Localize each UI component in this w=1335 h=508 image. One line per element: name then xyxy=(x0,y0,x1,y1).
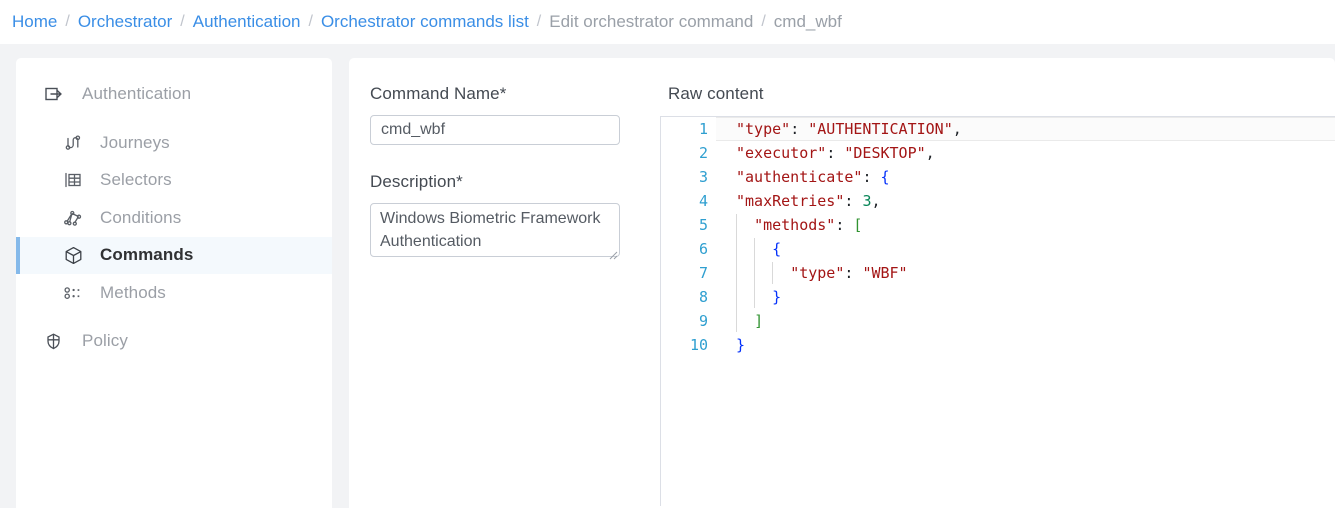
line-number: 5 xyxy=(698,216,708,234)
policy-shield-icon xyxy=(42,330,64,352)
code-line-text: "type": "WBF" xyxy=(790,264,908,282)
code-line-text: "executor": "DESKTOP", xyxy=(736,144,935,162)
journeys-path-icon xyxy=(62,132,84,154)
sidebar-item-conditions[interactable]: Conditions xyxy=(16,199,332,237)
breadcrumb-separator: / xyxy=(308,13,313,30)
methods-dots-icon xyxy=(62,282,84,304)
code-line-text: } xyxy=(736,336,746,354)
breadcrumb-item-orchestrator[interactable]: Orchestrator xyxy=(77,12,173,31)
sidebar-item-label: Selectors xyxy=(100,170,172,190)
sidebar-header-label: Authentication xyxy=(82,84,192,103)
line-number: 6 xyxy=(698,240,708,258)
code-line-text: { xyxy=(772,240,782,258)
command-name-input[interactable] xyxy=(370,115,620,145)
selectors-table-icon xyxy=(62,169,84,191)
page-body: Authentication Journeys xyxy=(0,44,1335,508)
code-line-text: ] xyxy=(754,312,764,330)
breadcrumb-item-commands-list[interactable]: Orchestrator commands list xyxy=(320,12,529,31)
sidebar-item-commands[interactable]: Commands xyxy=(16,236,332,274)
code-line[interactable]: 9 ] xyxy=(661,309,1335,333)
indent-guide xyxy=(772,262,774,284)
login-arrow-icon xyxy=(42,83,64,105)
sidebar-item-selectors[interactable]: Selectors xyxy=(16,162,332,200)
code-line[interactable]: 4 "maxRetries": 3, xyxy=(661,189,1335,213)
code-line[interactable]: 10} xyxy=(661,333,1335,357)
breadcrumb-item-edit-command: Edit orchestrator command xyxy=(549,12,754,31)
line-number: 1 xyxy=(698,120,708,138)
description-label: Description* xyxy=(370,172,463,191)
code-line[interactable]: 3 "authenticate": { xyxy=(661,165,1335,189)
raw-content-label: Raw content xyxy=(668,84,764,103)
code-line-text: "methods": [ xyxy=(754,216,863,234)
code-editor[interactable]: 1 "type": "AUTHENTICATION", 2 "executor": "… xyxy=(660,116,1335,506)
sidebar-item-label: Commands xyxy=(100,245,194,265)
code-line-text: "type": "AUTHENTICATION", xyxy=(716,117,1335,141)
line-number: 7 xyxy=(698,264,708,282)
line-number: 9 xyxy=(698,312,708,330)
raw-content-section: Raw content 1 "type": "AUTHENTICATION", 2 "… xyxy=(660,58,1335,508)
main-panel: Command Name* Description* Windows Biome… xyxy=(349,58,1335,508)
description-textarea[interactable]: Windows Biometric Framework Authenticati… xyxy=(370,203,620,257)
breadcrumb-item-authentication[interactable]: Authentication xyxy=(192,12,301,31)
code-area[interactable]: 1 "type": "AUTHENTICATION", 2 "executor": "… xyxy=(661,117,1335,357)
sidebar-header-authentication: Authentication xyxy=(16,74,332,114)
sidebar-item-label: Journeys xyxy=(100,132,170,152)
line-number: 4 xyxy=(698,192,708,210)
sidebar-item-label: Methods xyxy=(100,282,166,302)
code-line[interactable]: 2 "executor": "DESKTOP", xyxy=(661,141,1335,165)
indent-guide xyxy=(754,238,756,308)
breadcrumb-separator: / xyxy=(536,13,542,30)
sidebar-item-label: Policy xyxy=(82,331,128,351)
breadcrumb-item-home[interactable]: Home xyxy=(12,12,58,31)
code-line-text: } xyxy=(772,288,782,306)
command-name-field-group: Command Name* xyxy=(370,84,660,145)
code-line[interactable]: 1 "type": "AUTHENTICATION", xyxy=(661,117,1335,141)
line-number: 3 xyxy=(698,168,708,186)
sidebar-item-methods[interactable]: Methods xyxy=(16,274,332,312)
sidebar-menu: Journeys Selectors xyxy=(16,124,332,360)
indent-guide xyxy=(736,214,737,332)
breadcrumb-separator: / xyxy=(761,13,766,30)
description-field-group: Description* Windows Biometric Framework… xyxy=(370,172,660,262)
code-line-text: "maxRetries": 3, xyxy=(736,192,881,210)
breadcrumb-separator: / xyxy=(65,13,70,30)
sidebar: Authentication Journeys xyxy=(16,58,332,508)
conditions-graph-icon xyxy=(62,207,84,229)
breadcrumb-separator: / xyxy=(180,13,185,30)
code-line[interactable]: 7 "type": "WBF" xyxy=(661,261,1335,285)
sidebar-item-journeys[interactable]: Journeys xyxy=(16,124,332,162)
line-number: 2 xyxy=(698,144,708,162)
line-number: 10 xyxy=(689,336,708,354)
command-form: Command Name* Description* Windows Biome… xyxy=(349,58,660,508)
commands-cube-icon xyxy=(62,244,84,266)
code-line-text: "authenticate": { xyxy=(736,168,890,186)
code-line[interactable]: 6 { xyxy=(661,237,1335,261)
command-name-label: Command Name* xyxy=(370,84,507,103)
code-line[interactable]: 5 "methods": [ xyxy=(661,213,1335,237)
breadcrumb: Home / Orchestrator / Authentication / O… xyxy=(0,0,1335,44)
code-line[interactable]: 8 } xyxy=(661,285,1335,309)
line-number: 8 xyxy=(698,288,708,306)
description-textarea-wrap: Windows Biometric Framework Authenticati… xyxy=(370,203,620,262)
sidebar-item-policy[interactable]: Policy xyxy=(16,323,332,361)
breadcrumb-item-current: cmd_wbf xyxy=(773,12,842,31)
sidebar-item-label: Conditions xyxy=(100,207,182,227)
